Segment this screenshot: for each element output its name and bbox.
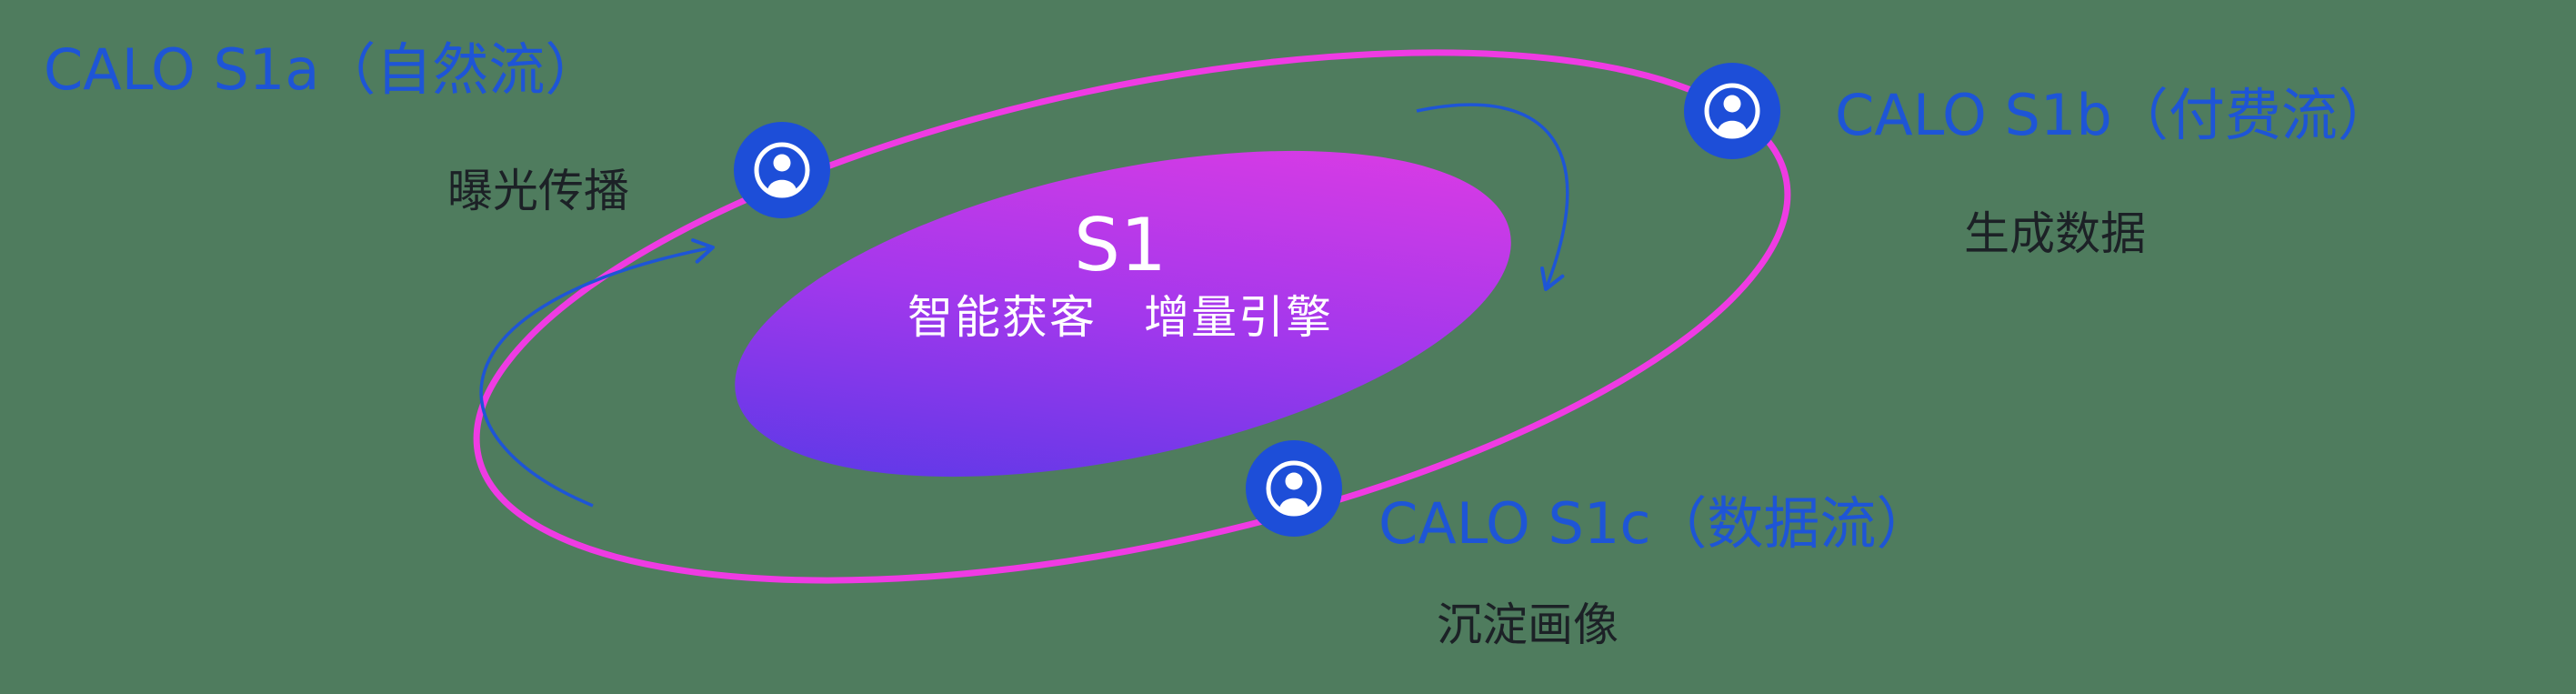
- core-subtitle: 智能获客 增量引擎: [907, 291, 1333, 344]
- orbit-ring: [473, 49, 1791, 584]
- sublabel-calo-s1b: 生成数据: [1964, 207, 2146, 260]
- sublabel-calo-s1a: 曝光传播: [447, 165, 629, 217]
- flow-arrow-left: [479, 238, 715, 508]
- user-in-circle-icon-s1b: [1684, 63, 1780, 159]
- label-calo-s1a: CALO S1a（自然流）: [44, 36, 602, 103]
- label-calo-s1c: CALO S1c（数据流）: [1378, 490, 1933, 557]
- label-calo-s1b: CALO S1b（付费流）: [1835, 82, 2394, 148]
- flow-arrow-top-right: [1416, 103, 1569, 291]
- sublabel-calo-s1c: 沉淀画像: [1437, 598, 1619, 651]
- core-ellipse: [735, 150, 1511, 478]
- core-title: S1: [1074, 203, 1167, 287]
- user-in-circle-icon-s1a: [734, 122, 830, 218]
- user-in-circle-icon-s1c: [1246, 440, 1342, 537]
